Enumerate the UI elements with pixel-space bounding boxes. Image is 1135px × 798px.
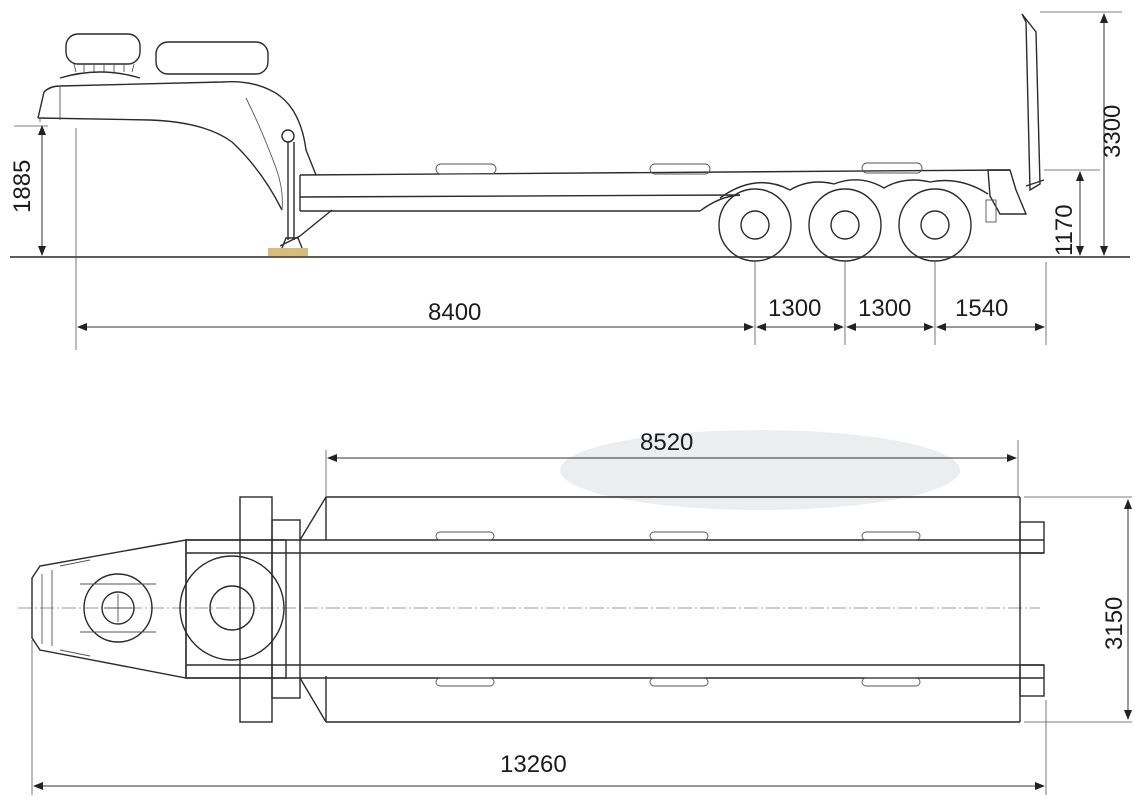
top-view: 8520 3150 13260 [18, 429, 1132, 795]
dim-label-3150: 3150 [1101, 597, 1128, 650]
dim-overall-length: 13260 [31, 640, 1047, 795]
spare-tyre-top-large [179, 555, 285, 661]
dim-label-3300: 3300 [1099, 105, 1126, 158]
support-foot [268, 248, 308, 256]
dim-label-1170: 1170 [1051, 204, 1078, 256]
rear-axles [718, 188, 972, 262]
dim-label-13260: 13260 [500, 751, 567, 778]
dim-label-1885: 1885 [9, 160, 36, 213]
dim-label-1300-a: 1300 [768, 295, 821, 322]
dim-label-1300-b: 1300 [858, 295, 911, 322]
spare-tyre-top-small [83, 573, 153, 643]
dim-label-8400: 8400 [428, 299, 481, 326]
dim-label-8520: 8520 [640, 429, 693, 456]
dim-ramp-height: 3300 [1040, 11, 1126, 256]
top-deck [186, 496, 1045, 723]
deck [299, 162, 1028, 223]
dim-side-horizontal: 8400 1300 1300 1540 [77, 262, 1047, 345]
wheel-3 [898, 188, 972, 262]
scan-smudge [560, 430, 960, 510]
gooseneck [37, 80, 333, 256]
wheel-2 [808, 188, 882, 262]
dim-overall-width: 3150 [1024, 496, 1132, 723]
spare-tyres [59, 33, 269, 79]
wheel-1 [718, 188, 792, 262]
dim-label-1540: 1540 [955, 295, 1008, 322]
dim-deck-length: 8520 [325, 429, 1019, 497]
side-view: 1885 3300 1170 8400 1300 1300 15 [9, 11, 1130, 350]
top-gooseneck [31, 496, 301, 723]
dim-gooseneck-height: 1885 [9, 118, 77, 350]
loading-ramp [1021, 13, 1045, 192]
dim-deck-height: 1170 [1044, 169, 1100, 256]
